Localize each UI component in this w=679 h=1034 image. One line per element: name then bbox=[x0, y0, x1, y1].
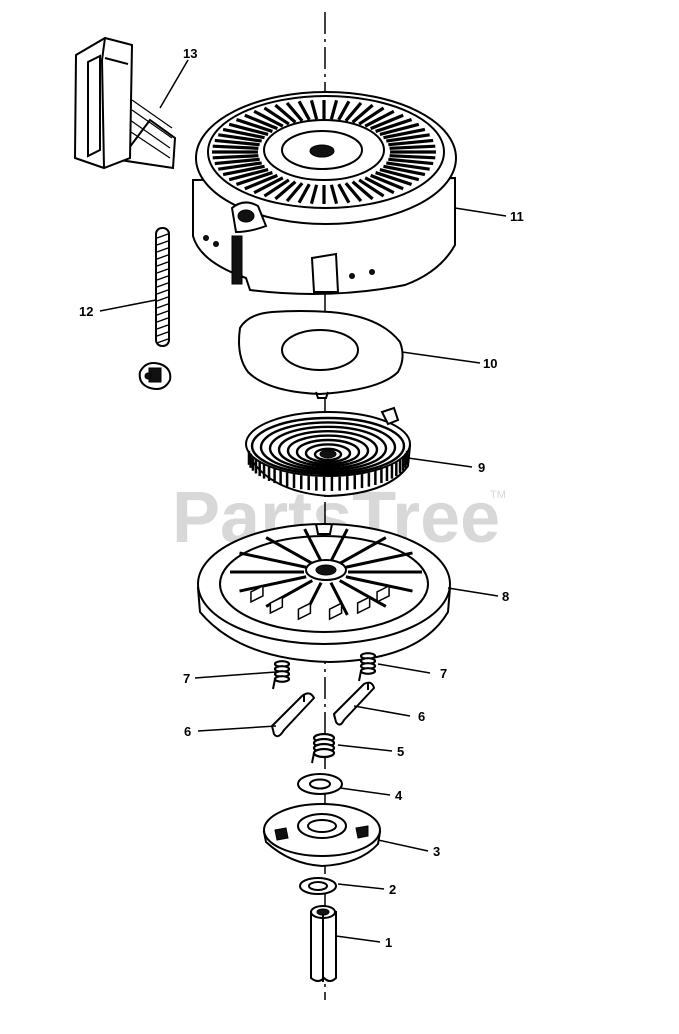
part-7-right-spring[interactable] bbox=[358, 652, 377, 682]
part-2-washer[interactable] bbox=[299, 877, 337, 895]
callout-4: 4 bbox=[395, 788, 403, 803]
callout-7-left: 7 bbox=[183, 671, 190, 686]
callout-3: 3 bbox=[433, 844, 440, 859]
part-10-washer-plate[interactable] bbox=[238, 310, 404, 399]
part-8-pulley[interactable] bbox=[196, 523, 452, 664]
callout-9: 9 bbox=[478, 460, 485, 475]
part-12-starter-rope[interactable] bbox=[138, 227, 172, 390]
part-13-starter-handle[interactable] bbox=[73, 36, 177, 170]
watermark-trademark: TM bbox=[490, 489, 506, 501]
callout-1: 1 bbox=[385, 935, 392, 950]
spring-coils bbox=[247, 416, 409, 491]
callout-8: 8 bbox=[502, 589, 509, 604]
part-7-left-spring[interactable] bbox=[272, 660, 291, 690]
callout-5: 5 bbox=[397, 744, 404, 759]
callout-6-left: 6 bbox=[184, 724, 191, 739]
callout-11: 11 bbox=[510, 209, 524, 224]
part-6-left-pawl[interactable] bbox=[270, 692, 316, 738]
callout-7-right: 7 bbox=[440, 666, 447, 681]
callout-2: 2 bbox=[389, 882, 396, 897]
part-3-retainer[interactable] bbox=[262, 803, 382, 868]
part-9-recoil-spring[interactable] bbox=[245, 406, 412, 498]
pulley-spokes bbox=[230, 528, 422, 621]
callout-6-right: 6 bbox=[418, 709, 425, 724]
part-4-washer[interactable] bbox=[297, 773, 343, 795]
rope-twist-lines bbox=[156, 233, 169, 344]
leader-lines bbox=[99, 59, 507, 943]
callout-10: 10 bbox=[483, 356, 497, 371]
callout-12: 12 bbox=[79, 304, 93, 319]
part-1-center-pin[interactable] bbox=[310, 905, 337, 982]
housing-cooling-fins bbox=[212, 99, 436, 205]
part-5-brake-spring[interactable] bbox=[311, 732, 336, 764]
callout-13: 13 bbox=[183, 46, 197, 61]
part-11-starter-housing[interactable] bbox=[192, 91, 457, 295]
part-6-right-pawl[interactable] bbox=[332, 681, 376, 726]
